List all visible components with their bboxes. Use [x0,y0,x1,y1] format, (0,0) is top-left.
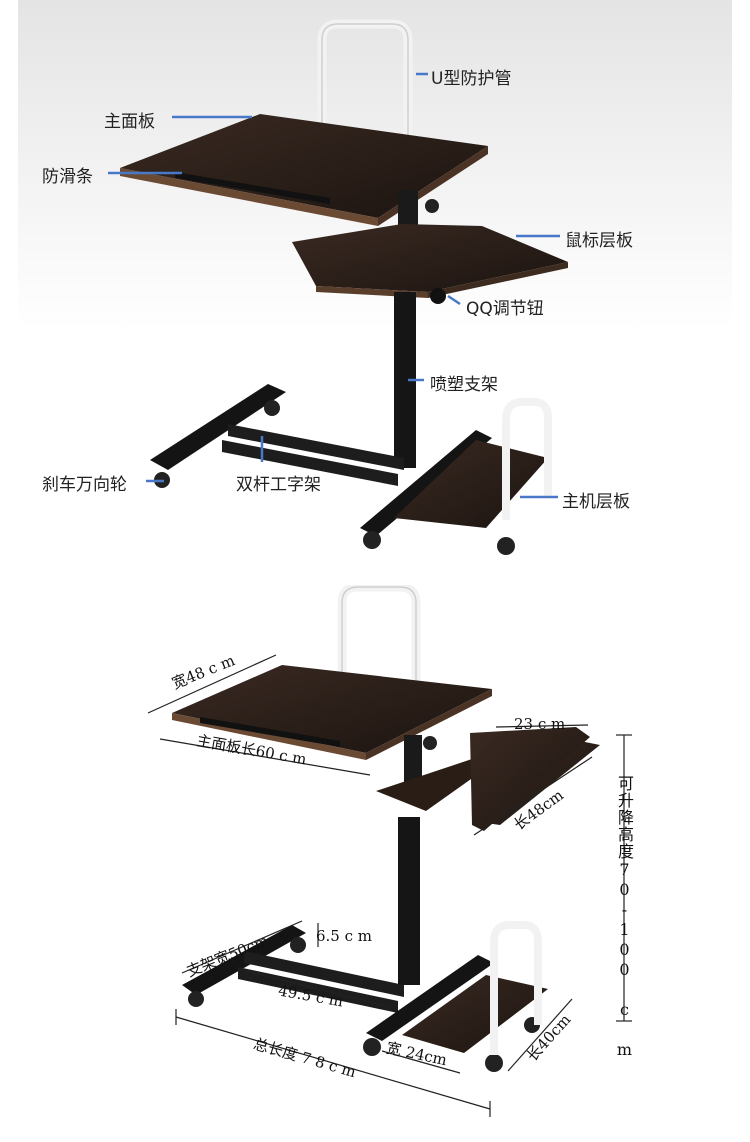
mouse-rest [376,751,496,811]
dim-mouse-width: 23 c m [514,715,566,733]
dimension-view: 宽48 c m 主面板长60 c m 23 c m 长48cm 可升降高度70-… [0,585,750,1142]
label-anti-slip: 防滑条 [42,167,93,187]
label-u-guard: U型防护管 [431,69,512,89]
caster-3 [363,531,381,549]
desk-illustration-top [18,0,732,555]
main-board-2 [172,665,492,753]
u-guard-tube-2 [337,585,421,681]
label-powder-frame: 喷塑支架 [430,375,498,395]
dim-foot-height: 6.5 c m [316,927,373,945]
labeled-product-view: U型防护管 主面板 防滑条 鼠标层板 QQ调节钮 喷塑支架 刹车万向轮 双杆工字… [18,0,732,555]
host-guard-tube [502,398,552,520]
qq-knob [430,288,446,304]
caster-2 [264,400,280,416]
callout-line-qq-knob [447,294,461,306]
label-host-board: 主机层板 [562,492,630,512]
desk-illustration-dimensions [147,585,632,1117]
label-qq-knob: QQ调节钮 [466,299,544,319]
double-bar-2 [222,440,398,486]
knob-upper [425,199,439,213]
base-left-foot [150,384,286,470]
main-board [120,114,488,218]
host-board-2 [402,975,548,1053]
mouse-board [292,224,568,292]
caster-4 [497,537,515,555]
label-double-bar: 双杆工字架 [236,475,321,495]
dimension-lines [147,654,632,1117]
label-main-board: 主面板 [104,112,155,132]
dim-lift-height: 可升降高度70-100 c m [615,775,634,1060]
label-brake-wheel: 刹车万向轮 [42,475,127,495]
main-column [394,292,416,468]
label-mouse-board: 鼠标层板 [565,231,633,251]
anti-slip-strip [175,172,330,204]
double-bar-1 [228,424,404,470]
